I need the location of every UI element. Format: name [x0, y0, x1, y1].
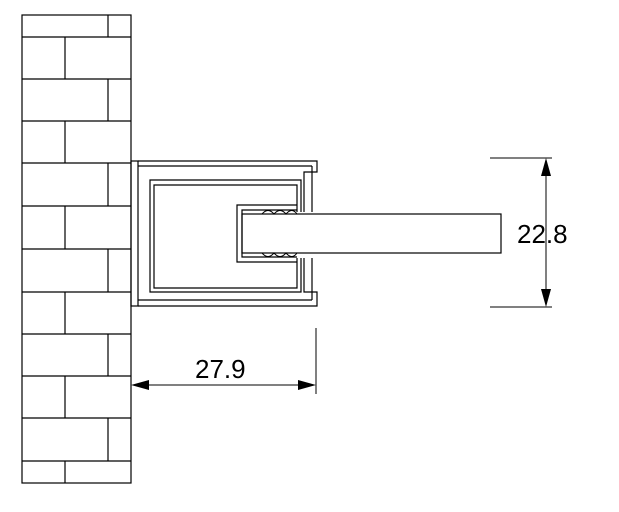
clamp-inner-body [153, 184, 298, 289]
height-dimension: 22.8 [490, 157, 568, 308]
clamp-jaw-outer [236, 204, 297, 263]
mounting-plate [130, 160, 139, 307]
width-arrow-left [131, 380, 149, 390]
height-arrow-bottom [541, 289, 551, 307]
glass-panel [241, 213, 502, 254]
clamp-inner-wall [149, 179, 302, 293]
brick-wall [21, 14, 132, 484]
width-label: 27.9 [195, 354, 246, 384]
glass-clamp-profile [130, 160, 318, 307]
width-arrow-right [298, 380, 316, 390]
clamp-jaw-inner [241, 209, 297, 258]
height-arrow-top [541, 158, 551, 176]
channel-outer-bottom [138, 258, 318, 307]
channel-outer-top [138, 160, 318, 212]
brick-courses [22, 15, 131, 483]
gasket-bottom [261, 252, 298, 257]
gasket-top [261, 210, 298, 215]
height-label: 22.8 [517, 219, 568, 249]
width-dimension: 27.9 [131, 328, 317, 394]
